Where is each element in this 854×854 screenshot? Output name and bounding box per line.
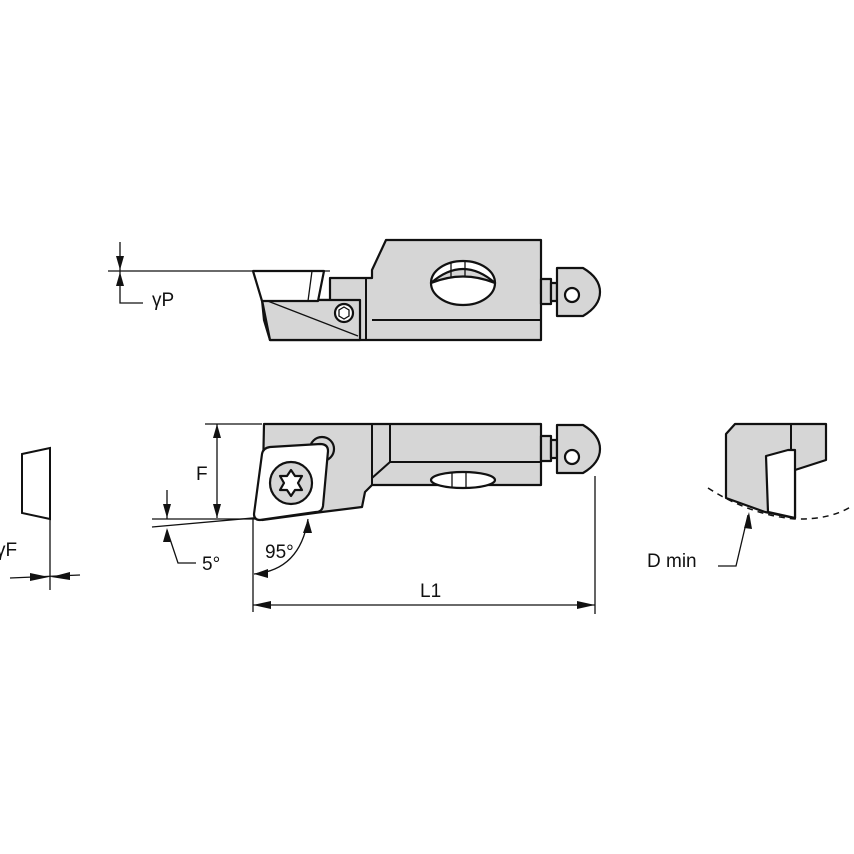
arrow-down-icon (163, 504, 171, 518)
arrow-left-icon (51, 572, 70, 580)
arrow-up-icon (744, 512, 752, 529)
leader-line (119, 300, 143, 304)
hole-inner-wall (429, 268, 497, 285)
torx-socket-icon (278, 468, 304, 498)
hex-socket-icon (338, 306, 350, 320)
lead-angle-label: 5° (202, 554, 220, 575)
arrow-up-icon (163, 528, 171, 542)
end-view: D min (647, 422, 853, 572)
arrow-up-icon (303, 519, 312, 533)
insert-profile (21, 446, 51, 521)
connector-hole (563, 286, 581, 304)
coolant-hole (429, 259, 497, 307)
shank-chamfer (371, 461, 541, 479)
approach-angle-label: 95° (265, 542, 294, 563)
arrow-up-icon (116, 272, 124, 286)
length-label-L1: L1 (420, 581, 441, 602)
arrow-right-icon (30, 573, 49, 581)
wedge-diagonal (264, 299, 359, 337)
offset-label-F: F (196, 464, 208, 485)
min-diameter-arc (707, 487, 853, 520)
connector-knob (555, 423, 602, 475)
leader-line (166, 529, 196, 564)
coolant-slot (429, 470, 497, 490)
arrow-down-icon (116, 256, 124, 270)
insert-side (251, 269, 326, 303)
insert-profile-view: γF (0, 446, 81, 590)
arrow-right-icon (577, 601, 595, 609)
connector-neck (539, 434, 553, 463)
arrow-left-icon (253, 601, 271, 609)
screw-head-icon (333, 302, 355, 324)
connector-hole (563, 448, 581, 466)
min-diameter-label: D min (647, 551, 697, 572)
arrow-up-icon (213, 424, 221, 438)
connector-neck (539, 277, 553, 306)
leader-line (718, 514, 749, 567)
side-view: γP (108, 238, 602, 342)
insert-edge-line (307, 270, 313, 302)
top-view: F 5° 95° (151, 422, 602, 614)
rake-angle-label-gammaP: γP (152, 290, 174, 311)
arrow-down-icon (213, 504, 221, 518)
end-view-insert (764, 448, 797, 520)
arrow-left-icon (254, 569, 268, 578)
rake-angle-label-gammaF: γF (0, 540, 17, 561)
